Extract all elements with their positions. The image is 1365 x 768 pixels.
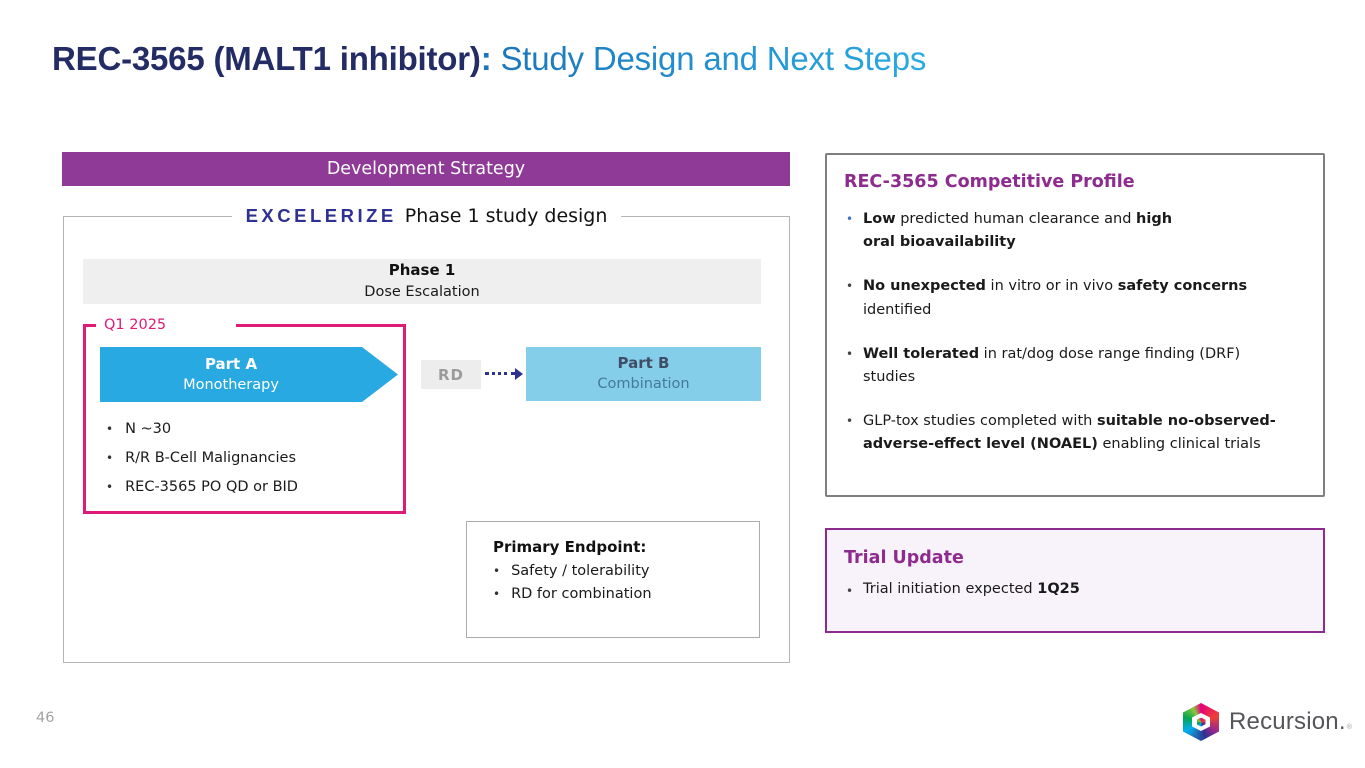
trial-update-title: Trial Update <box>844 548 964 568</box>
part-b-title: Part B <box>617 354 670 373</box>
list-item: GLP-tox studies completed with suitable … <box>844 410 1307 456</box>
rd-label: RD <box>437 365 464 384</box>
primary-endpoint-bullet-list: Safety / tolerability RD for combination <box>493 563 749 602</box>
part-a-title: Part A <box>204 354 258 373</box>
part-b-box: Part B Combination <box>526 347 761 401</box>
primary-endpoint-title: Primary Endpoint: <box>493 538 647 556</box>
competitive-profile-title: REC-3565 Competitive Profile <box>844 172 1135 192</box>
rd-chip: RD <box>421 360 481 389</box>
q1-2025-label: Q1 2025 <box>96 314 237 336</box>
dotted-line <box>485 372 515 375</box>
development-strategy-header: Development Strategy <box>62 152 790 186</box>
recursion-hexagon-icon <box>1183 703 1219 741</box>
competitive-profile-bullet-list: Low predicted human clearance and highor… <box>844 208 1307 457</box>
page-title: REC-3565 (MALT1 inhibitor): Study Design… <box>52 40 1312 78</box>
recursion-logo: Recursion.® <box>1183 703 1352 741</box>
registered-mark: ® <box>1346 724 1353 731</box>
list-item: No unexpected in vitro or in vivo safety… <box>844 275 1307 321</box>
part-b-subtitle: Combination <box>597 376 690 393</box>
page-title-subtitle: Study Design and Next Steps <box>491 40 927 77</box>
list-item: Well tolerated in rat/dog dose range fin… <box>844 343 1307 389</box>
study-design-panel: EXCELERIZE Phase 1 study design Phase 1 D… <box>63 203 790 663</box>
part-a-bullet-list: N ~30R/R B-Cell MalignanciesREC-3565 PO … <box>106 421 403 495</box>
phase1-label: Phase 1 <box>388 261 456 280</box>
arrowhead-icon <box>515 367 523 380</box>
recursion-wordmark-text: Recursion. <box>1229 708 1346 735</box>
study-design-legend-text: Phase 1 study design <box>404 205 608 227</box>
list-item: Trial initiation expected 1Q25 <box>844 581 1305 602</box>
recursion-wordmark: Recursion.® <box>1229 708 1352 736</box>
list-item: N ~30 <box>106 421 403 437</box>
phase1-dose-escalation-bar: Phase 1 Dose Escalation <box>83 259 761 304</box>
list-item: R/R B-Cell Malignancies <box>106 450 403 466</box>
part-a-arrow: Part A Monotherapy <box>100 347 398 402</box>
page-number: 46 <box>36 710 55 726</box>
dose-escalation-label: Dose Escalation <box>364 283 480 300</box>
primary-endpoint-box: Primary Endpoint: Safety / tolerabilityR… <box>466 521 760 638</box>
rd-to-part-b-arrow-icon <box>485 366 525 381</box>
part-a-subtitle: Monotherapy <box>183 376 279 393</box>
q1-2025-highlight-box: Q1 2025 Part A Monotherapy N ~30R/R B-Ce… <box>83 314 406 514</box>
development-strategy-header-label: Development Strategy <box>326 159 526 179</box>
page-title-colon: : <box>480 40 492 77</box>
trial-update-bullet-list: Trial initiation expected 1Q25 <box>844 581 1305 602</box>
competitive-profile-panel: REC-3565 Competitive Profile Low predict… <box>825 153 1325 497</box>
page-title-main: REC-3565 (MALT1 inhibitor) <box>52 40 481 77</box>
study-design-legend: EXCELERIZE Phase 1 study design <box>231 203 622 230</box>
list-item: RD for combination <box>493 586 749 602</box>
trial-update-panel: Trial Update Trial initiation expected 1… <box>825 528 1325 633</box>
list-item: REC-3565 PO QD or BID <box>106 479 403 495</box>
list-item: Low predicted human clearance and highor… <box>844 208 1307 254</box>
hexagon-core <box>1196 717 1206 727</box>
list-item: Safety / tolerability <box>493 563 749 579</box>
excelerize-wordmark: EXCELERIZE <box>245 205 397 226</box>
